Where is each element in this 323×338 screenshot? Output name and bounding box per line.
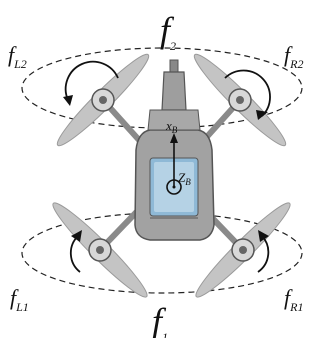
front-nose xyxy=(161,59,187,111)
body-z-axis xyxy=(166,179,182,195)
arrowhead-icon xyxy=(71,230,82,242)
arrowhead-icon xyxy=(258,230,269,242)
rotation-arrow-fL2 xyxy=(64,60,119,101)
label-zB: ZB xyxy=(178,170,191,187)
label-fR2: fR2 xyxy=(284,42,303,71)
rotor-upper-right xyxy=(193,53,287,147)
label-xB: xB xyxy=(165,118,178,135)
rotation-arrow-fR2 xyxy=(224,69,271,117)
label-fL1: fL1 xyxy=(10,285,29,314)
arrowhead-icon xyxy=(256,110,268,120)
central-body xyxy=(134,109,215,241)
label-f1: f1 xyxy=(152,301,168,338)
rotor-upper-left xyxy=(56,53,150,147)
arrowhead-icon xyxy=(63,95,73,106)
rotation-arrow-fL1 xyxy=(69,235,81,273)
label-f2: f2 xyxy=(160,10,176,53)
rotor-lower-right xyxy=(195,202,291,298)
rotor-lower-left xyxy=(52,202,148,298)
label-fL2: fL2 xyxy=(8,42,27,71)
rotation-arrow-fR1 xyxy=(257,235,270,273)
lower-thrust-ellipse xyxy=(21,212,303,294)
body-x-axis xyxy=(170,133,178,187)
label-fR1: fR1 xyxy=(284,285,303,314)
